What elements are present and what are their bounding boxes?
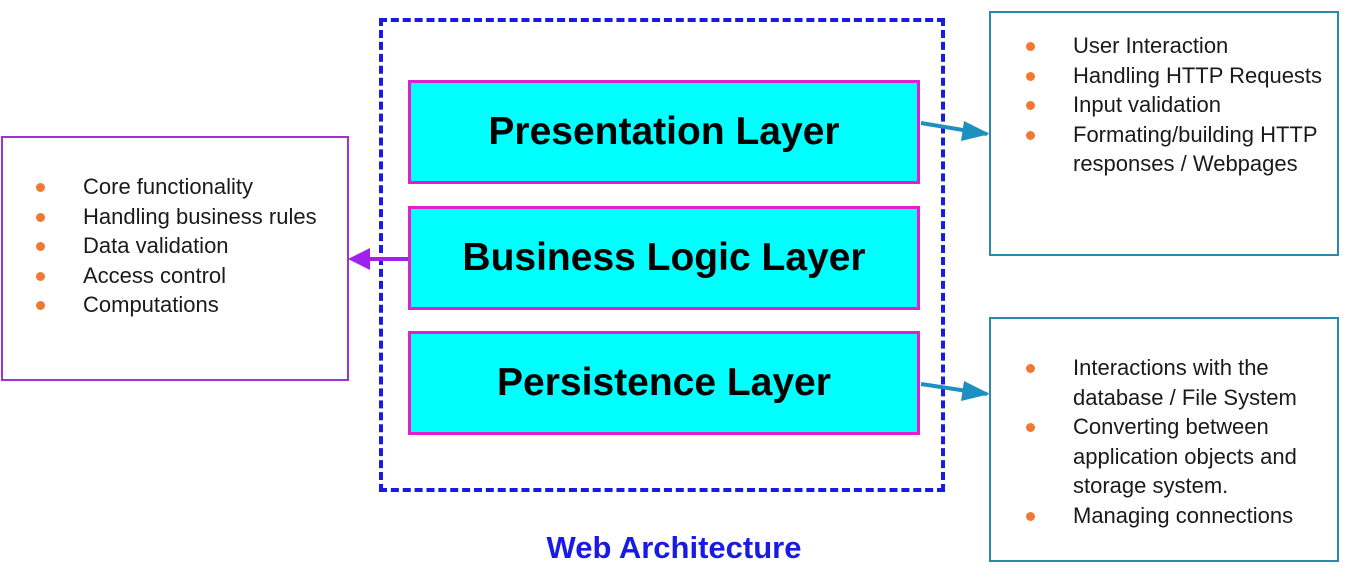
list-item: Handling business rules (31, 202, 331, 232)
bullet-icon (36, 242, 45, 251)
web-architecture-container (379, 18, 945, 492)
list-item: Interactions with the database / File Sy… (1021, 353, 1339, 412)
business-logic-details-box: Core functionality Handling business rul… (1, 136, 349, 381)
bullet-icon (36, 301, 45, 310)
bullet-icon (36, 212, 45, 222)
list-item: Handling HTTP Requests (1021, 61, 1331, 91)
list-item: Access control (31, 261, 331, 291)
bullet-icon (1026, 42, 1035, 51)
presentation-arrow-head (961, 121, 990, 141)
list-item: Computations (31, 290, 331, 320)
bullet-icon (36, 271, 45, 281)
presentation-details-box: User Interaction Handling HTTP Requests … (989, 11, 1339, 256)
bullet-icon (1026, 364, 1035, 373)
persistence-layer-label: Persistence Layer (497, 361, 831, 404)
presentation-layer-box: Presentation Layer (408, 80, 920, 184)
bullet-icon (1026, 130, 1035, 140)
business-logic-layer-box: Business Logic Layer (408, 206, 920, 310)
persistence-arrow-head (961, 381, 990, 401)
bullet-icon (1026, 101, 1035, 110)
bullet-icon (1026, 71, 1035, 81)
bullet-icon (1026, 423, 1035, 432)
presentation-list: User Interaction Handling HTTP Requests … (1021, 31, 1331, 179)
list-item: Core functionality (31, 172, 331, 202)
list-item: Converting between application objects a… (1021, 412, 1339, 501)
list-item: Data validation (31, 231, 331, 261)
persistence-details-box: Interactions with the database / File Sy… (989, 317, 1339, 562)
list-item: Managing connections (1021, 501, 1339, 531)
diagram-caption: Web Architecture (546, 530, 802, 565)
bullet-icon (1026, 511, 1035, 521)
persistence-layer-box: Persistence Layer (408, 331, 920, 435)
list-item: Input validation (1021, 90, 1331, 120)
presentation-layer-label: Presentation Layer (488, 110, 840, 153)
persistence-list: Interactions with the database / File Sy… (1021, 353, 1339, 530)
business-logic-list: Core functionality Handling business rul… (31, 172, 331, 320)
bullet-icon (36, 183, 45, 192)
business-logic-layer-label: Business Logic Layer (462, 236, 866, 279)
business-logic-arrow-head (348, 248, 370, 270)
list-item: Formating/building HTTP responses / Webp… (1021, 120, 1331, 179)
list-item: User Interaction (1021, 31, 1331, 61)
